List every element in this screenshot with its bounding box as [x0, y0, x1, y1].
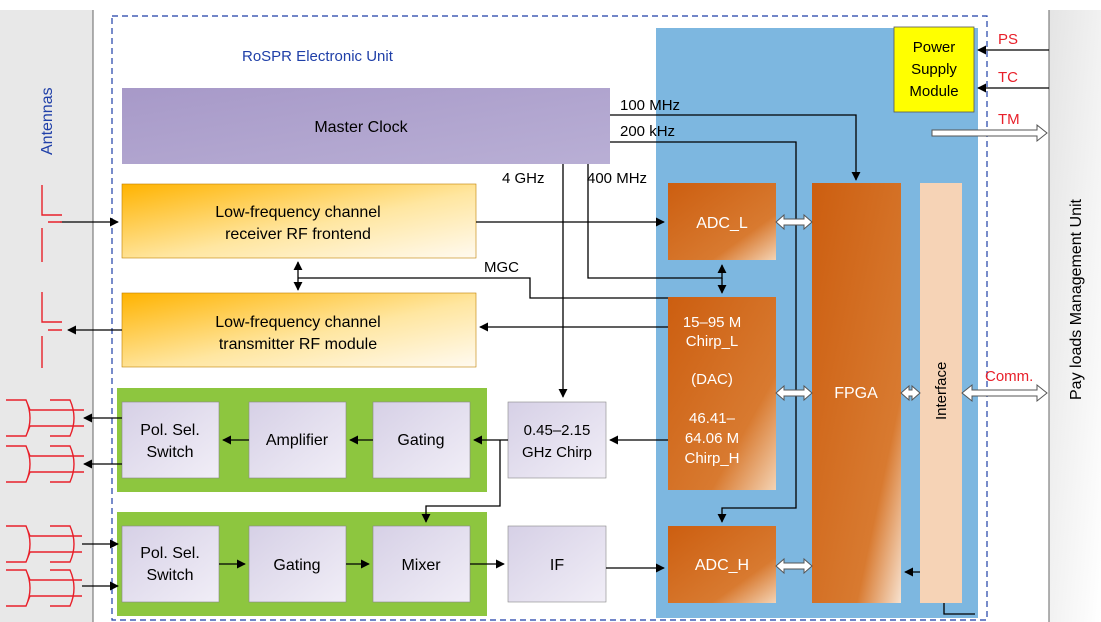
gating-rx-block — [248, 525, 347, 603]
mixer-label: Mixer — [401, 557, 441, 574]
horn-antenna-rx-3-icon — [50, 525, 75, 563]
line-400mhz — [587, 164, 727, 279]
adc-l-block — [668, 183, 776, 260]
line-mgc — [298, 277, 668, 299]
adc-h-label: ADC_H — [695, 557, 749, 574]
bus-arrows — [775, 123, 1048, 575]
gating-tx-label: Gating — [397, 432, 444, 449]
lf-tx-antenna-icon — [41, 292, 62, 368]
horn-antenna-tx-2-icon — [6, 445, 84, 483]
pol-switch-rx-label-2: Switch — [146, 567, 193, 584]
unit-title: RoSPR Electronic Unit — [242, 48, 394, 65]
horn-antenna-tx-1-icon — [6, 399, 84, 437]
power-supply-block — [893, 26, 975, 113]
lf-receiver-label-2: receiver RF frontend — [225, 226, 371, 243]
if-block — [507, 525, 607, 603]
pol-switch-rx-block — [121, 525, 220, 603]
lf-receiver-block — [121, 183, 477, 259]
fpga-label: FPGA — [834, 385, 878, 402]
horn-antenna-rx-2-icon — [6, 569, 82, 607]
label-tc: TC — [998, 69, 1018, 86]
power-supply-label-3: Module — [909, 83, 958, 100]
amplifier-label: Amplifier — [266, 432, 329, 449]
dac-label-1: 15–95 M — [683, 314, 741, 331]
adc-l-label: ADC_L — [696, 215, 748, 232]
line-fpga-feedback — [905, 572, 975, 615]
pol-switch-rx-label-1: Pol. Sel. — [140, 545, 200, 562]
dac-label-5: 64.06 M — [685, 430, 739, 447]
antenna-symbols — [6, 185, 84, 607]
horn-antenna-tx-4-icon — [50, 445, 75, 483]
adc-h-block — [668, 526, 776, 603]
power-supply-label-1: Power — [913, 39, 956, 56]
interface-label: Interface — [933, 362, 950, 420]
line-100mhz — [610, 114, 861, 181]
horn-antenna-rx-1-icon — [6, 525, 82, 563]
label-ps: PS — [998, 31, 1018, 48]
bus-dac-fpga — [775, 384, 813, 402]
ghz-chirp-label-2: GHz Chirp — [522, 444, 592, 461]
label-200khz: 200 kHz — [620, 123, 675, 140]
gating-tx-block — [372, 401, 471, 479]
ghz-chirp-label-1: 0.45–2.15 — [524, 422, 591, 439]
horn-antenna-rx-4-icon — [50, 569, 75, 607]
label-tm: TM — [998, 111, 1020, 128]
line-chirp-mixer — [421, 440, 501, 523]
unit-boundary — [111, 15, 988, 621]
gating-rx-label: Gating — [273, 557, 320, 574]
pol-switch-tx-label-2: Switch — [146, 444, 193, 461]
if-label: IF — [550, 557, 564, 574]
dac-block — [668, 297, 776, 490]
bus-tm — [931, 123, 1048, 143]
dac-label-6: Chirp_H — [684, 450, 739, 467]
fpga-block — [812, 183, 901, 603]
label-400mhz: 400 MHz — [587, 170, 647, 187]
lf-receiver-label-1: Low-frequency channel — [215, 204, 380, 221]
mixer-block — [372, 525, 471, 603]
bus-adch-fpga — [775, 557, 813, 575]
lf-rx-antenna-icon — [41, 185, 62, 262]
lf-transmitter-label-1: Low-frequency channel — [215, 314, 380, 331]
label-4ghz: 4 GHz — [502, 170, 545, 187]
label-mgc: MGC — [484, 259, 519, 276]
bus-comm — [961, 383, 1048, 403]
bus-fpga-interface — [900, 384, 921, 402]
pol-switch-tx-label-1: Pol. Sel. — [140, 422, 200, 439]
antenna-panel — [0, 10, 93, 622]
antennas-label: Antennas — [39, 87, 56, 155]
dac-label-3: (DAC) — [691, 371, 733, 388]
master-clock-block — [122, 88, 610, 164]
line-200khz — [610, 141, 797, 523]
pmu-label: Pay loads Management Unit — [1068, 198, 1085, 400]
lf-transmitter-block — [121, 292, 477, 368]
pmu-panel — [1049, 10, 1101, 622]
dac-label-2: Chirp_L — [686, 333, 739, 350]
connections — [60, 45, 1049, 615]
label-comm: Comm. — [985, 368, 1033, 385]
label-100mhz: 100 MHz — [620, 97, 680, 114]
pol-switch-tx-block — [121, 401, 220, 479]
bus-adcl-fpga — [775, 213, 813, 231]
horn-antenna-tx-3-icon — [50, 399, 75, 437]
dac-label-4: 46.41– — [689, 410, 736, 427]
ghz-chirp-block — [507, 401, 607, 479]
power-supply-label-2: Supply — [911, 61, 957, 78]
master-clock-label: Master Clock — [314, 119, 408, 136]
lf-transmitter-label-2: transmitter RF module — [219, 336, 377, 353]
interface-block — [920, 183, 962, 603]
amplifier-block — [248, 401, 347, 479]
